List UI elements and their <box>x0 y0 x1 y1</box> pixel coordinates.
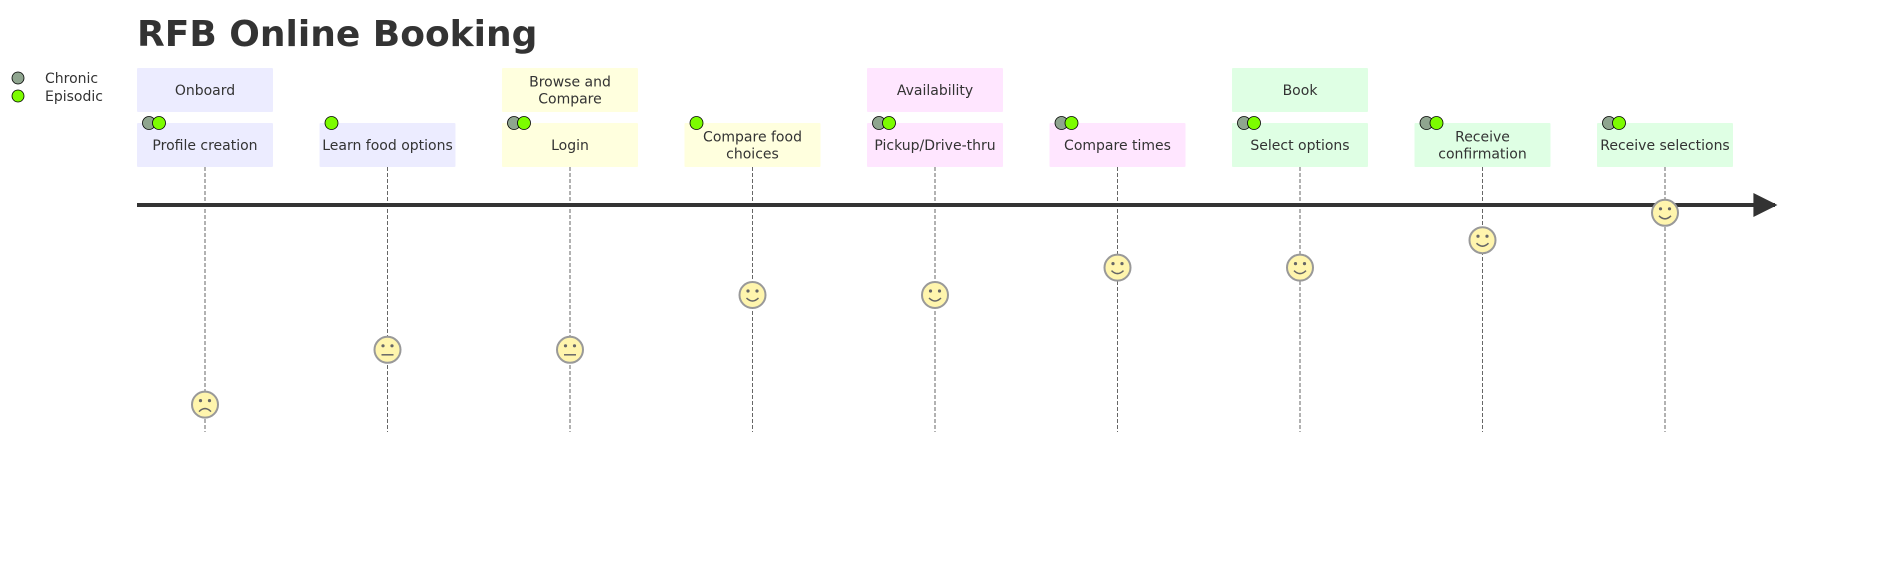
section-label: Onboard <box>175 83 235 99</box>
neutral-face-icon <box>556 335 584 364</box>
actor-episodic-icon <box>1612 116 1626 130</box>
task-box <box>1049 123 1186 167</box>
actor-episodic-icon <box>324 116 339 130</box>
actor-episodic-icon <box>152 116 166 130</box>
actor-episodic-icon <box>1429 116 1444 130</box>
section-label: Compare <box>538 92 602 108</box>
task-label: Learn food options <box>322 138 453 154</box>
smile-face-icon <box>1286 253 1314 282</box>
actor-episodic-icon <box>1247 116 1261 130</box>
task-label: Select options <box>1250 138 1349 154</box>
section-label: Availability <box>897 83 973 99</box>
task-box <box>319 123 456 167</box>
page-title: RFB Online Booking <box>137 14 537 55</box>
section-label: Book <box>1283 83 1319 99</box>
task-box <box>1232 123 1368 167</box>
sad-face-icon <box>191 390 219 419</box>
section-label: Browse and <box>529 75 611 91</box>
legend-chronic-icon <box>11 71 25 85</box>
actor-episodic-icon <box>1064 116 1079 130</box>
task-box <box>137 123 273 167</box>
task-label: Pickup/Drive-thru <box>874 138 995 154</box>
task-label: Compare food <box>703 130 802 146</box>
section-box <box>502 68 638 112</box>
legend-episodic-label: Episodic <box>45 89 103 105</box>
actor-episodic-icon <box>517 116 531 130</box>
task-label: Receive <box>1455 130 1510 146</box>
task-box <box>502 123 638 167</box>
smile-face-icon <box>738 281 767 309</box>
neutral-face-icon <box>373 335 402 364</box>
task-box <box>1414 123 1551 167</box>
task-label: Receive selections <box>1600 138 1729 154</box>
actor-episodic-icon <box>882 116 896 130</box>
section-box <box>137 68 273 112</box>
section-box <box>1232 68 1368 112</box>
smile-face-icon <box>921 281 949 309</box>
actor-episodic-icon <box>689 116 704 130</box>
task-label: choices <box>726 147 779 163</box>
satisfaction-faces <box>191 198 1679 419</box>
smile-face-icon <box>1468 226 1497 255</box>
smile-face-icon <box>1103 253 1132 282</box>
task-box <box>1597 123 1733 167</box>
task-label: Profile creation <box>152 138 257 154</box>
task-label: Login <box>551 138 589 154</box>
legend-episodic-icon <box>11 89 25 103</box>
task-box <box>867 123 1003 167</box>
task-box <box>684 123 821 167</box>
tasks: Profile creation Learn food options Login C… <box>137 116 1733 167</box>
task-label: Compare times <box>1064 138 1171 154</box>
legend-chronic-label: Chronic <box>45 71 98 87</box>
smile-face-icon <box>1651 198 1679 227</box>
task-label: confirmation <box>1438 147 1527 163</box>
section-box <box>867 68 1003 112</box>
